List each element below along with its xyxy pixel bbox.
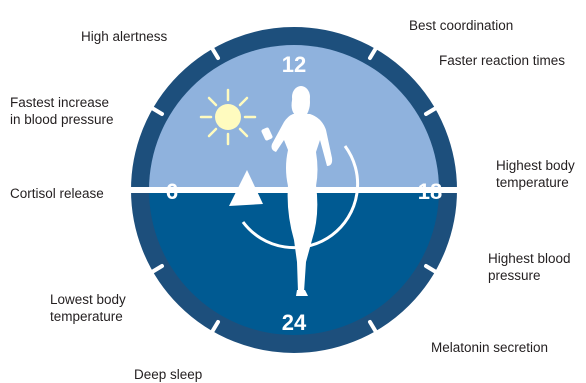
label-faster-reaction-times: Faster reaction times xyxy=(439,52,565,69)
label-lowest-body-temperature: Lowest body temperature xyxy=(50,291,126,325)
label-deep-sleep: Deep sleep xyxy=(134,366,202,383)
label-best-coordination: Best coordination xyxy=(409,17,513,34)
label-high-alertness: High alertness xyxy=(81,28,167,45)
hour-18: 18 xyxy=(418,179,442,204)
label-cortisol-release: Cortisol release xyxy=(10,185,104,202)
label-highest-body-temperature: Highest body temperature xyxy=(496,157,575,191)
hour-6: 6 xyxy=(166,179,178,204)
label-melatonin-secretion: Melatonin secretion xyxy=(431,339,548,356)
hour-12: 12 xyxy=(282,52,306,77)
sun-icon xyxy=(201,90,255,144)
label-highest-blood-pressure: Highest blood pressure xyxy=(488,250,571,284)
hour-24: 24 xyxy=(282,310,307,335)
label-fastest-increase-bp: Fastest increase in blood pressure xyxy=(10,94,114,128)
